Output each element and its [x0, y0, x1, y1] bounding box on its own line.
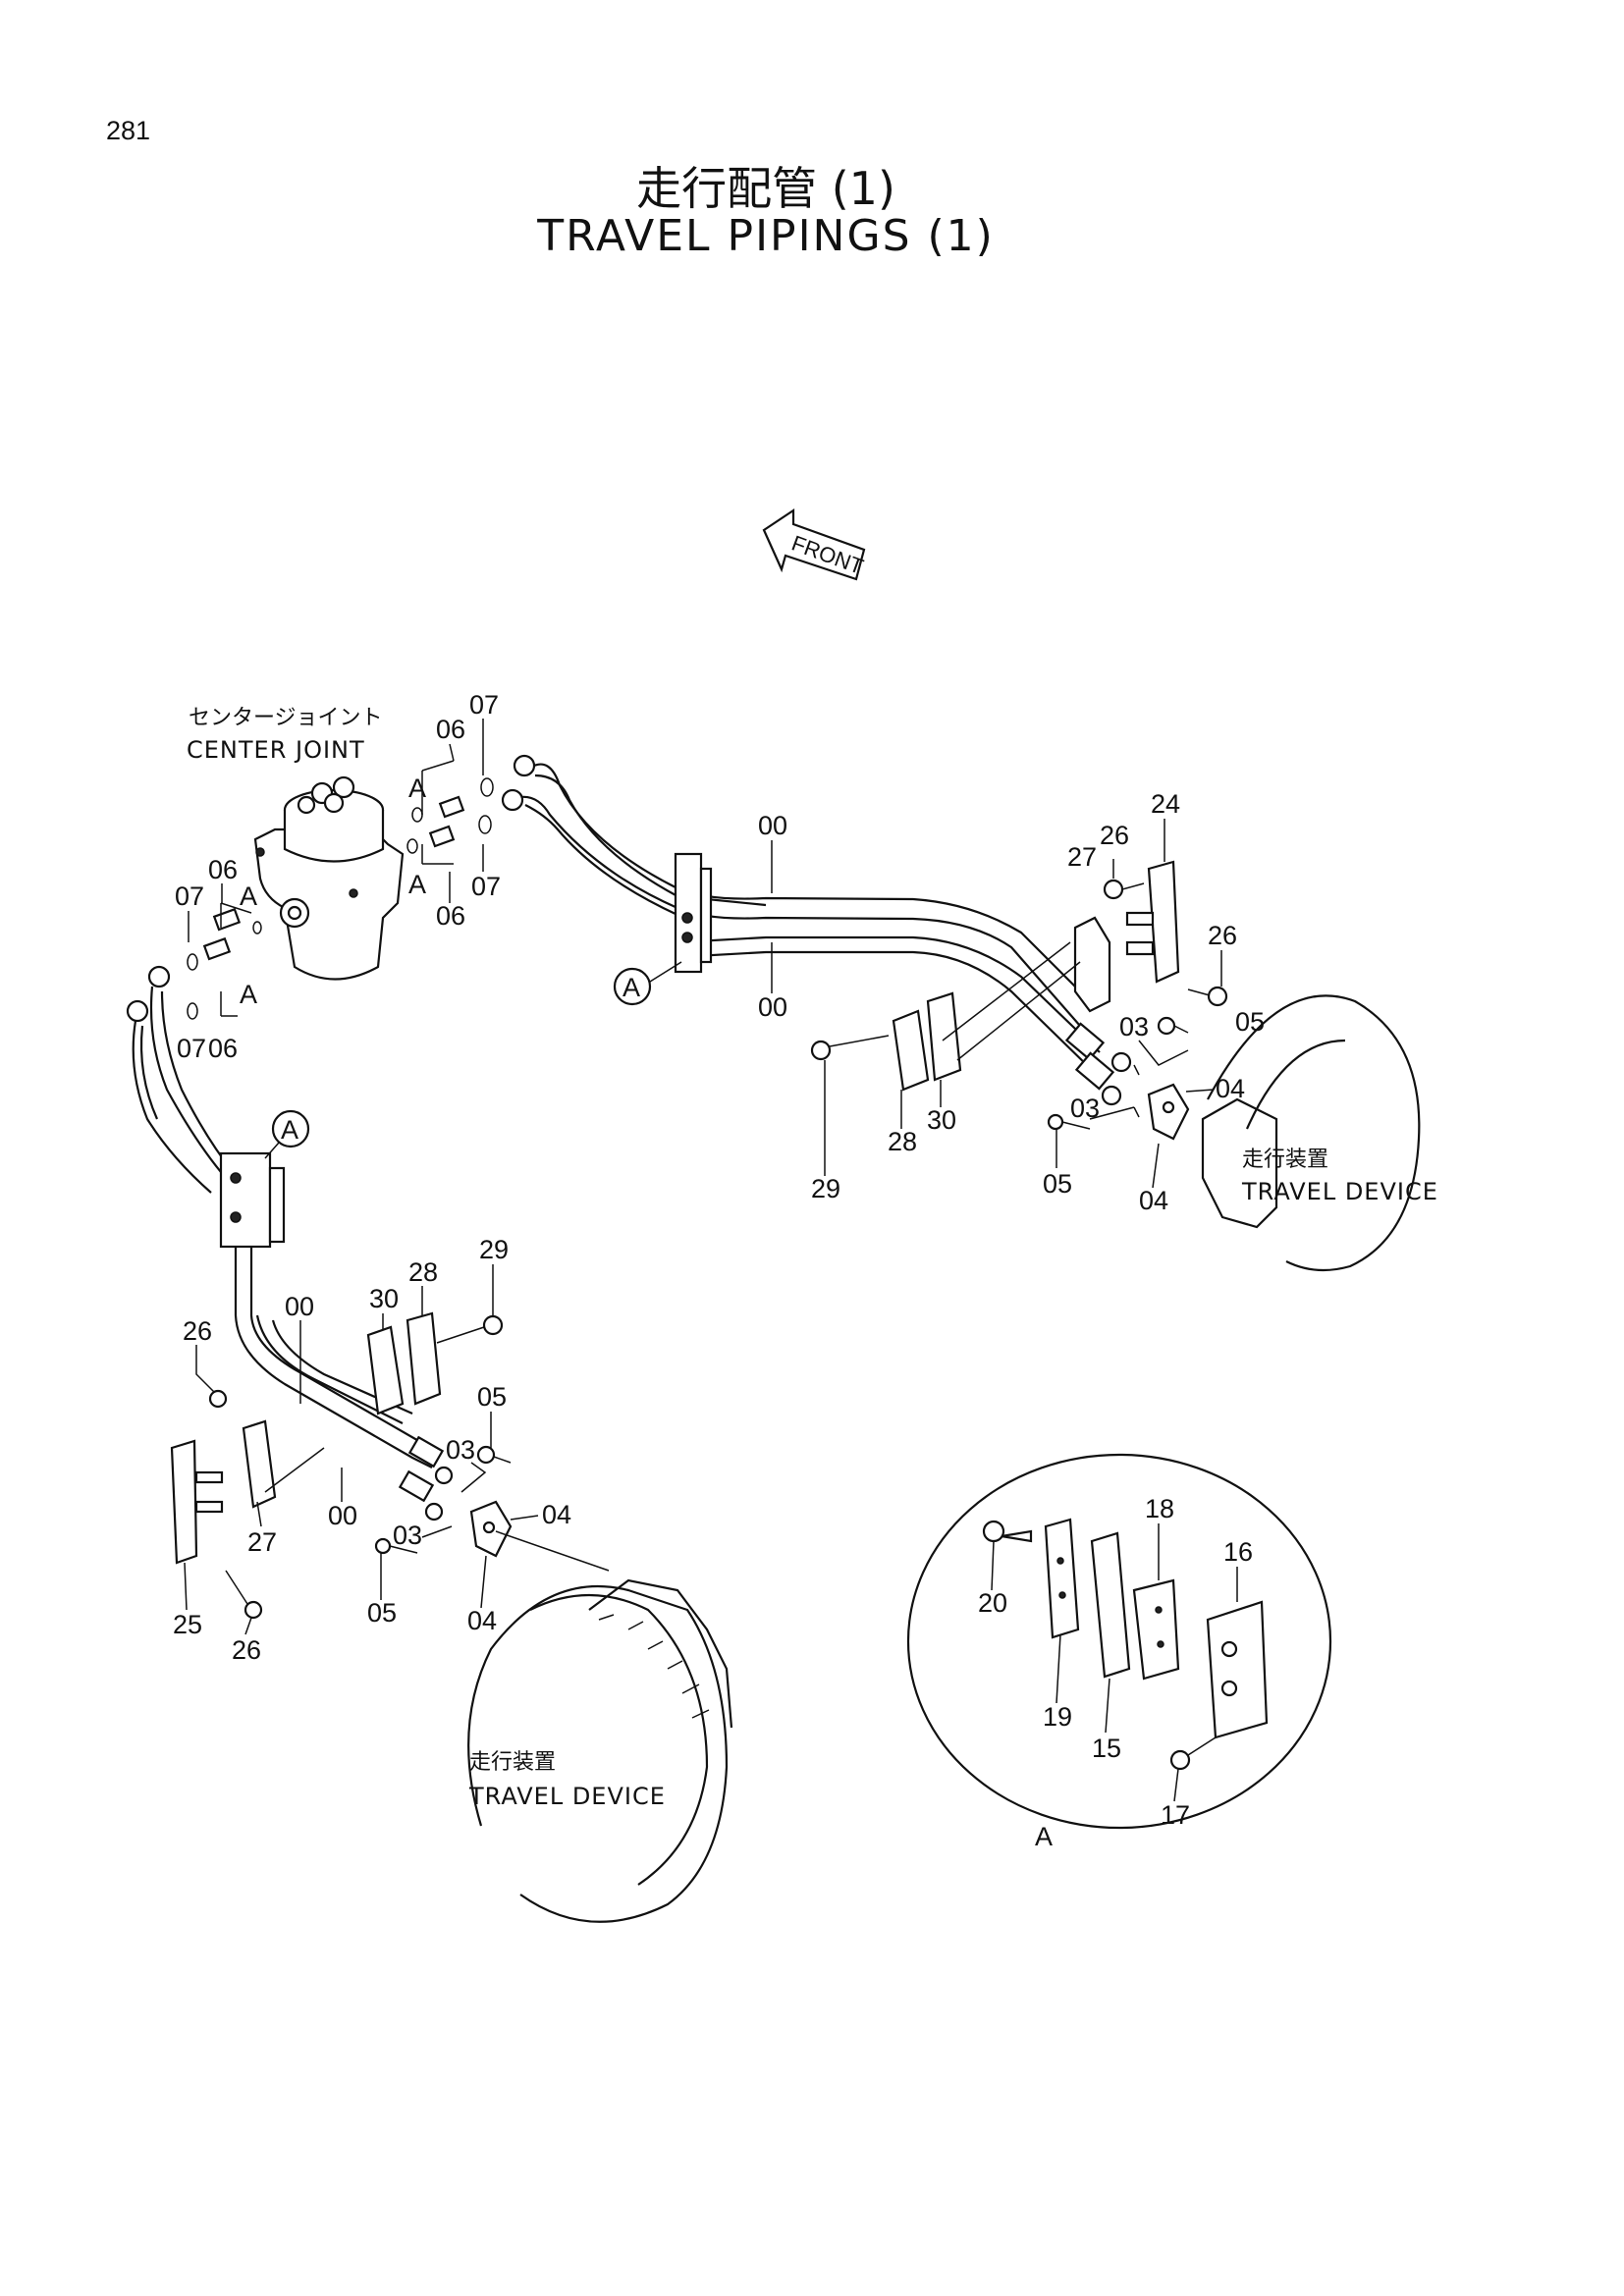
detail-view-label: A	[1035, 1822, 1053, 1851]
part-label-03d: 03	[393, 1521, 422, 1550]
travel-device-right-label-en: TRAVEL DEVICE	[1241, 1178, 1438, 1205]
part-label-30b: 30	[369, 1284, 399, 1313]
detail-marker-upper: A	[613, 961, 682, 1006]
part-label-29b: 29	[479, 1235, 509, 1264]
page-title-japanese: 走行配管 (1)	[636, 162, 895, 215]
part-label-00c: 00	[285, 1292, 314, 1321]
part-label-07c: 07	[175, 881, 204, 911]
part-label-26c: 26	[183, 1316, 212, 1346]
part-label-06d: 06	[208, 1034, 238, 1063]
part-label-05d: 05	[367, 1598, 397, 1628]
part-label-05b: 05	[1043, 1169, 1072, 1199]
front-arrow-label: FRONT	[788, 531, 867, 579]
part-label-18: 18	[1145, 1494, 1174, 1523]
part-label-29a: 29	[811, 1174, 840, 1203]
part-label-24: 24	[1151, 789, 1180, 819]
center-joint: センタージョイント CENTER JOINT	[187, 706, 405, 981]
part-label-17: 17	[1161, 1800, 1190, 1830]
part-label-30a: 30	[927, 1105, 956, 1135]
left-fittings	[374, 1445, 610, 1572]
travel-device-right: 走行装置 TRAVEL DEVICE	[1201, 994, 1438, 1272]
part-label-06c: 06	[208, 855, 238, 884]
center-joint-fittings	[187, 760, 494, 1020]
part-label-19: 19	[1043, 1702, 1072, 1732]
part-label-06a: 06	[436, 715, 465, 744]
part-label-04c: 04	[542, 1500, 571, 1529]
part-label-25: 25	[173, 1610, 202, 1639]
part-label-16: 16	[1223, 1537, 1253, 1567]
part-label-26b: 26	[1208, 921, 1237, 950]
upper-right-fittings	[1047, 1016, 1190, 1141]
part-label-27a: 27	[1067, 842, 1097, 872]
part-label-28a: 28	[888, 1127, 917, 1156]
part-label-07a: 07	[469, 690, 499, 720]
part-label-04d: 04	[467, 1606, 497, 1635]
upper-clamp-parts	[810, 860, 1228, 1092]
center-joint-label-en: CENTER JOINT	[187, 736, 365, 764]
part-number-labels: 07 06 A A 07 06 07 06 A A 07 06 00 00 27…	[173, 690, 1265, 1830]
part-label-05c: 05	[477, 1382, 507, 1412]
part-label-a1: A	[408, 774, 426, 803]
part-label-03a: 03	[1119, 1012, 1149, 1041]
part-label-27b: 27	[247, 1527, 277, 1557]
center-joint-label-jp: センタージョイント	[189, 706, 383, 730]
part-label-26d: 26	[232, 1635, 261, 1665]
front-direction-arrow: FRONT	[762, 507, 867, 581]
page-number: 281	[106, 116, 151, 145]
part-label-03c: 03	[446, 1435, 475, 1465]
part-label-06b: 06	[436, 901, 465, 931]
detail-marker-lower-letter: A	[281, 1115, 298, 1145]
part-label-00a: 00	[758, 811, 787, 840]
detail-marker-upper-letter: A	[623, 973, 640, 1002]
detail-marker-lower: A	[264, 1109, 310, 1159]
part-label-04b: 04	[1139, 1186, 1168, 1215]
part-label-28b: 28	[408, 1257, 438, 1287]
left-clamp-parts	[170, 1311, 504, 1620]
part-label-03b: 03	[1070, 1094, 1100, 1123]
part-label-00d: 00	[328, 1501, 357, 1530]
part-label-a2: A	[408, 870, 426, 899]
part-label-26a: 26	[1100, 821, 1129, 850]
travel-device-left: 走行装置 TRAVEL DEVICE	[467, 1578, 733, 1923]
part-label-00b: 00	[758, 992, 787, 1022]
part-label-15: 15	[1092, 1734, 1121, 1763]
part-label-05a: 05	[1235, 1007, 1265, 1037]
travel-device-left-label-en: TRAVEL DEVICE	[468, 1783, 666, 1810]
part-label-04a: 04	[1216, 1074, 1245, 1103]
part-label-20: 20	[978, 1588, 1007, 1618]
part-label-07d: 07	[177, 1034, 206, 1063]
detail-view-a: A	[906, 1453, 1332, 1851]
travel-device-left-label-jp: 走行装置	[469, 1750, 556, 1775]
part-label-a3: A	[240, 881, 257, 911]
travel-device-right-label-jp: 走行装置	[1242, 1148, 1328, 1172]
part-label-a4: A	[240, 980, 257, 1009]
part-label-07b: 07	[471, 872, 501, 901]
page-title-english: TRAVEL PIPINGS (1)	[537, 211, 995, 261]
upper-hose-assembly	[501, 754, 1132, 1106]
left-hose-assembly	[126, 965, 454, 1522]
